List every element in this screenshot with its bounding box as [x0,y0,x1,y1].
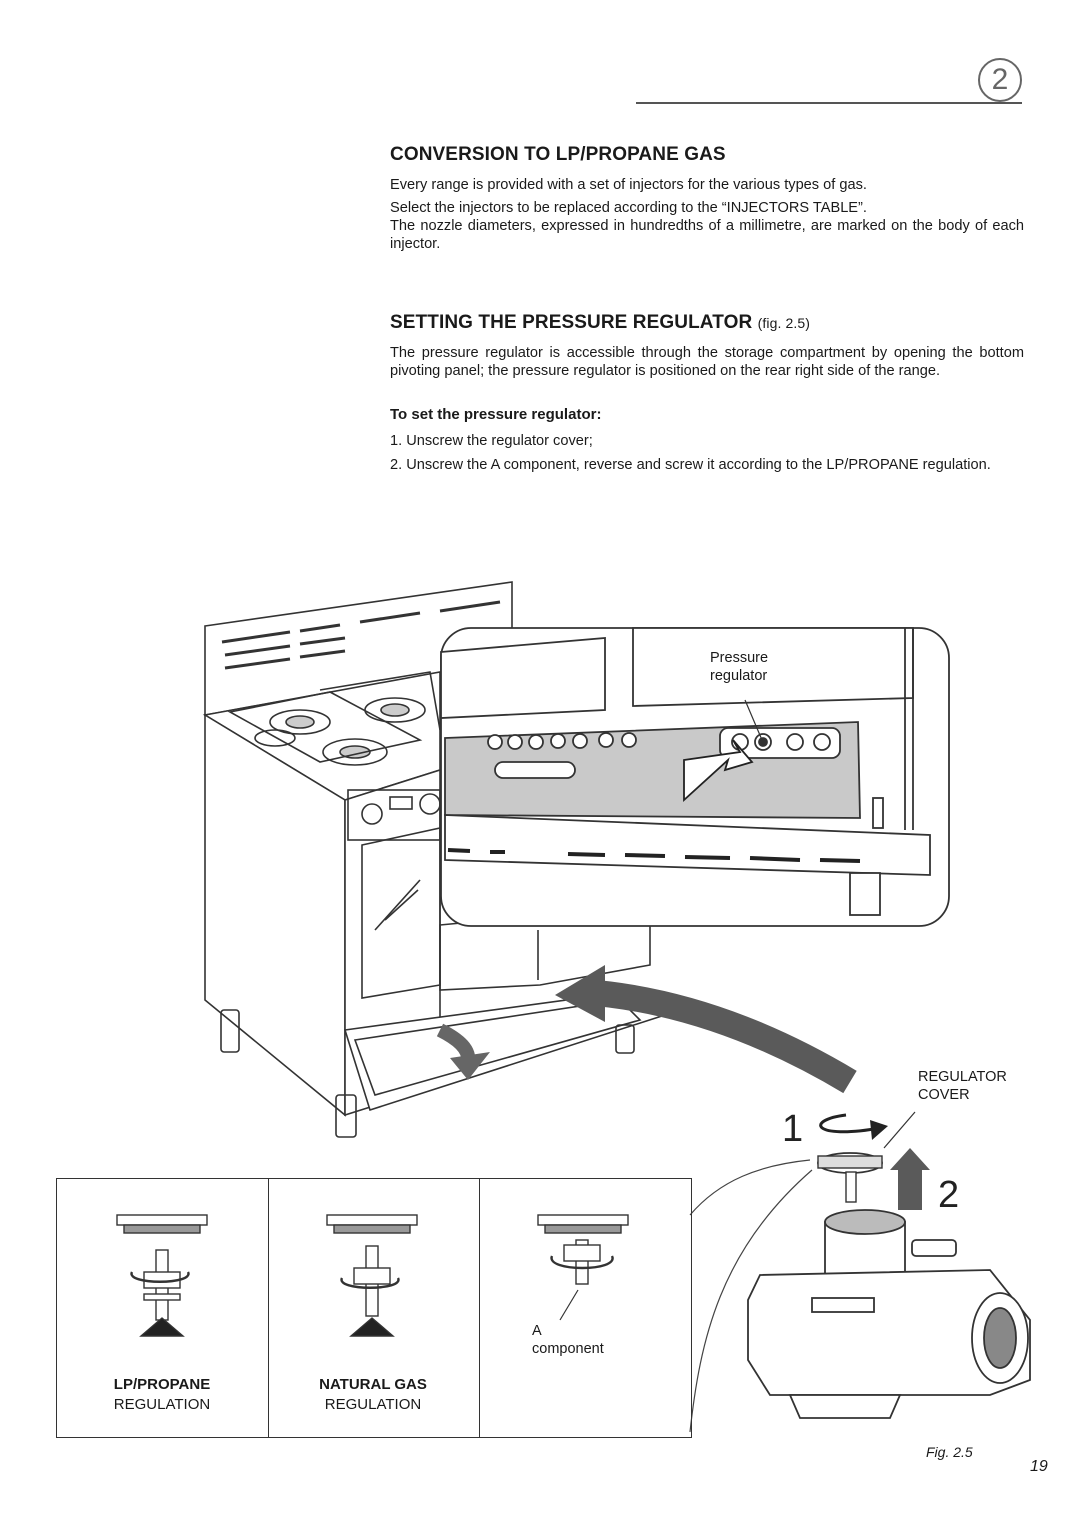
regulation-options-box [56,1178,692,1438]
box-divider-2 [479,1178,480,1438]
paragraph-injectors: Every range is provided with a set of in… [390,177,867,193]
step-2-text: 2. Unscrew the A component, reverse and … [390,457,991,473]
section-title-text: SETTING THE PRESSURE REGULATOR [390,312,753,333]
step-number-1: 1 [782,1108,804,1150]
paragraph-nozzle-diameters: The nozzle diameters, expressed in hundr… [390,218,1024,252]
lp-propane-title: LP/PROPANE [113,1376,211,1393]
figure-caption: Fig. 2.5 [926,1444,973,1460]
label-pressure-regulator: Pressure regulator [710,649,768,685]
page-number: 19 [1030,1458,1048,1475]
label-regulator-cover-line2: COVER [918,1087,970,1103]
label-regulator-cover: REGULATOR COVER [918,1068,1007,1104]
step-number-2: 2 [938,1174,960,1216]
label-regulator-cover-line1: REGULATOR [918,1069,1007,1085]
label-a-component-line2: component [532,1341,604,1357]
step-1: 1. Unscrew the regulator cover; [390,433,593,449]
label-a-component: A component [532,1322,604,1358]
section-title-pressure-regulator: SETTING THE PRESSURE REGULATOR (fig. 2.5… [390,312,810,334]
label-a-component-line1: A [532,1323,542,1339]
natural-gas-regulation: REGULATION [324,1396,422,1413]
paragraph-select-injectors: Select the injectors to be replaced acco… [390,200,867,216]
subheading-set-regulator: To set the pressure regulator: [390,406,602,423]
natural-gas-title: NATURAL GAS [319,1376,427,1393]
figure-reference: (fig. 2.5) [757,315,811,331]
paragraph-regulator-access: The pressure regulator is accessible thr… [390,345,1024,379]
lp-propane-regulation: REGULATION [113,1396,211,1413]
section-title-conversion: CONVERSION TO LP/PROPANE GAS [390,144,726,165]
label-pressure-regulator-line2: regulator [710,668,768,684]
chapter-number-badge: 2 [978,58,1022,102]
label-pressure-regulator-line1: Pressure [710,650,769,666]
chapter-rule [636,102,1022,104]
step-2: 2. Unscrew the A component, reverse and … [390,456,1000,474]
box-divider-1 [268,1178,269,1438]
